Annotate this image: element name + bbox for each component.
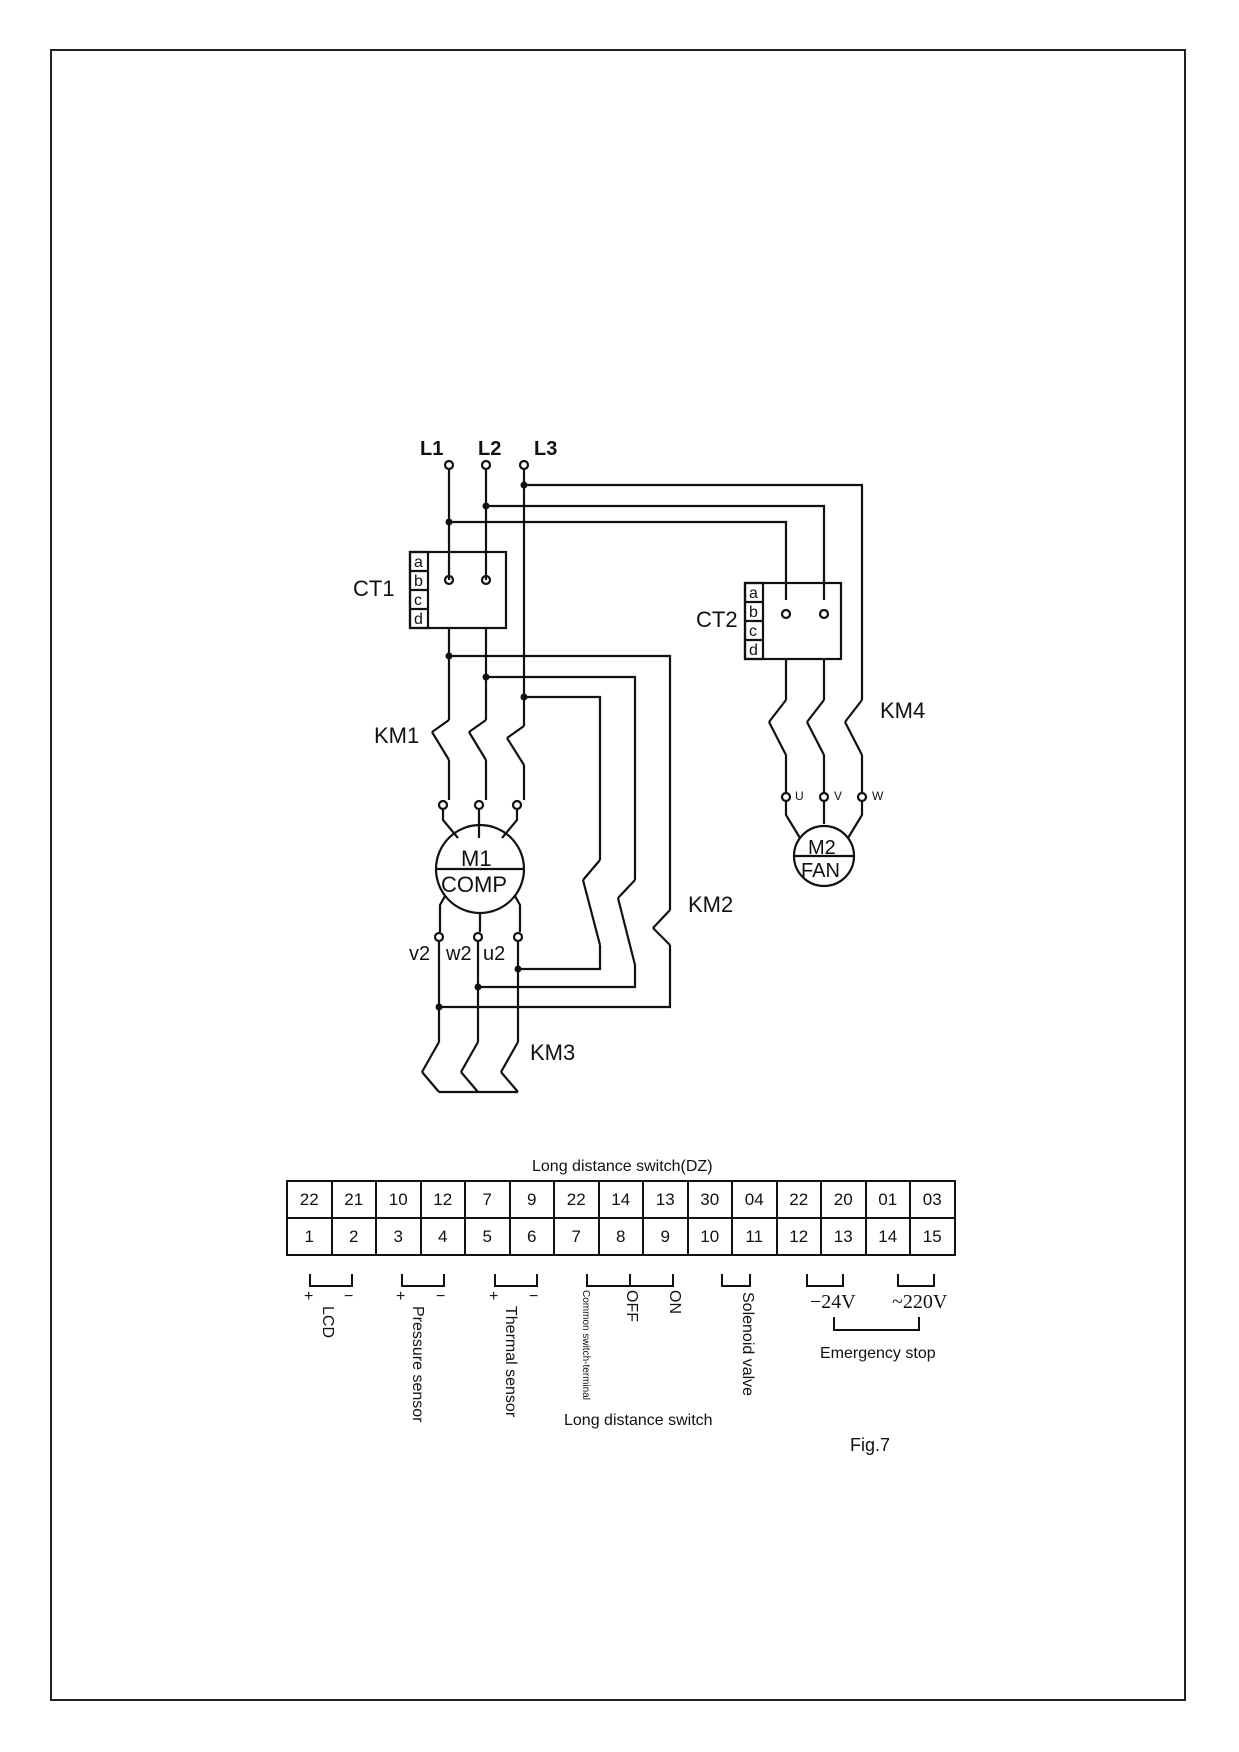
pressure-plus-label: + — [396, 1288, 406, 1305]
terminal-cell: 9 — [508, 1180, 555, 1219]
terminal-number: 15 — [909, 1217, 956, 1256]
km2-label: KM2 — [688, 892, 733, 917]
pressure-minus-label: − — [436, 1288, 446, 1305]
terminal-number: 8 — [597, 1217, 644, 1256]
m2-terminal-v: V — [834, 789, 842, 803]
thermal-sensor-label: Thermal sensor — [502, 1306, 519, 1418]
line-l3-label: L3 — [534, 438, 557, 460]
terminal-cell: 22 — [553, 1180, 600, 1219]
thermal-minus-label: − — [529, 1288, 539, 1305]
terminal-cell: 14 — [597, 1180, 644, 1219]
solenoid-valve-label: Solenoid valve — [739, 1292, 756, 1397]
terminal-cell: 01 — [864, 1180, 911, 1219]
m1-terminal-w2: w2 — [445, 943, 472, 965]
m2-fan-label: FAN — [801, 860, 840, 882]
ct2-terminal-b: b — [749, 604, 758, 621]
terminal-bottom-row: 1 2 3 4 5 6 7 8 9 10 11 12 13 14 15 — [286, 1217, 956, 1256]
terminal-number: 7 — [553, 1217, 600, 1256]
km4-label: KM4 — [880, 698, 925, 723]
terminal-cell: 7 — [464, 1180, 511, 1219]
km3-label: KM3 — [530, 1040, 575, 1065]
figure-label: Fig.7 — [850, 1435, 891, 1455]
terminal-number: 5 — [464, 1217, 511, 1256]
terminal-cell: 04 — [731, 1180, 778, 1219]
ct1-terminal-a: a — [414, 554, 423, 571]
pressure-sensor-label: Pressure sensor — [409, 1306, 426, 1423]
terminal-cell: 30 — [686, 1180, 733, 1219]
terminal-cell: 10 — [375, 1180, 422, 1219]
on-label: ON — [666, 1290, 683, 1314]
off-label: OFF — [623, 1290, 640, 1322]
m2-terminal-u: U — [795, 789, 804, 803]
terminal-number: 1 — [286, 1217, 333, 1256]
km1-label: KM1 — [374, 723, 419, 748]
minus-24v-label: −24V — [810, 1291, 856, 1313]
emergency-stop-label: Emergency stop — [820, 1345, 936, 1362]
m1-comp-label: COMP — [441, 872, 507, 897]
line-l2-label: L2 — [478, 438, 501, 460]
ct1-label: CT1 — [353, 576, 395, 601]
common-switch-terminal-label: Common switch-terminal — [580, 1290, 591, 1401]
lcd-label: LCD — [319, 1306, 336, 1339]
terminal-cell: 22 — [286, 1180, 333, 1219]
ct1-terminal-b: b — [414, 573, 423, 590]
terminal-number: 10 — [686, 1217, 733, 1256]
ct1-terminal-c: c — [414, 592, 422, 609]
ct2-terminal-a: a — [749, 585, 758, 602]
terminal-number: 9 — [642, 1217, 689, 1256]
terminal-number: 4 — [419, 1217, 466, 1256]
page-border — [50, 49, 1186, 1701]
terminal-cell: 12 — [419, 1180, 466, 1219]
m2-label: M2 — [808, 837, 836, 859]
ct1-terminal-d: d — [414, 611, 423, 628]
thermal-plus-label: + — [489, 1288, 499, 1305]
terminal-number: 6 — [508, 1217, 555, 1256]
ct2-label: CT2 — [696, 607, 738, 632]
m2-terminal-w: W — [872, 789, 884, 803]
terminal-number: 2 — [330, 1217, 377, 1256]
terminal-cell: 22 — [775, 1180, 822, 1219]
terminal-top-row: 22 21 10 12 7 9 22 14 13 30 04 22 20 01 … — [286, 1180, 956, 1219]
lcd-plus-label: + — [304, 1288, 314, 1305]
fig-label-clip: Fig.7 — [850, 1435, 910, 1455]
terminal-number: 3 — [375, 1217, 422, 1256]
ac-220v-label: ~220V — [892, 1291, 948, 1313]
terminal-cell: 03 — [909, 1180, 956, 1219]
terminal-cell: 20 — [820, 1180, 867, 1219]
long-distance-switch-label: Long distance switch — [564, 1412, 713, 1429]
m1-terminal-u2: u2 — [483, 943, 505, 965]
terminal-cell: 21 — [330, 1180, 377, 1219]
ct2-terminal-d: d — [749, 642, 758, 659]
terminal-block-title: Long distance switch(DZ) — [532, 1158, 713, 1175]
ct2-terminal-c: c — [749, 623, 757, 640]
terminal-number: 11 — [731, 1217, 778, 1256]
m1-terminal-v2: v2 — [409, 943, 430, 965]
line-l1-label: L1 — [420, 438, 443, 460]
terminal-number: 12 — [775, 1217, 822, 1256]
terminal-cell: 13 — [642, 1180, 689, 1219]
terminal-number: 14 — [864, 1217, 911, 1256]
lcd-minus-label: − — [344, 1288, 354, 1305]
terminal-block-table: 22 21 10 12 7 9 22 14 13 30 04 22 20 01 … — [286, 1180, 956, 1256]
m1-label: M1 — [461, 846, 492, 871]
terminal-number: 13 — [820, 1217, 867, 1256]
